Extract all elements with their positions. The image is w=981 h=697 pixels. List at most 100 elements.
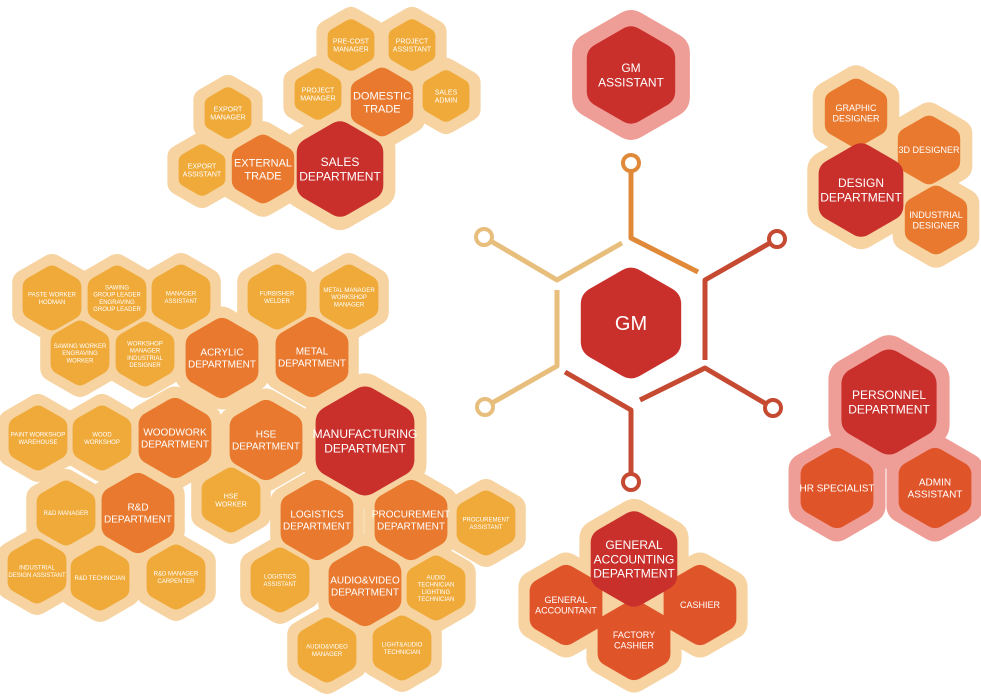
org-node-label: AUDIO&VIDEO [306,645,348,651]
org-node-hexagon [204,87,252,139]
org-node-hexagon [841,349,937,455]
org-node-label: 3D DESIGNER [898,145,960,155]
org-node-label: ASSISTANT [393,47,432,54]
org-node-label: METAL MANAGER [323,288,375,294]
org-node-hexagon [406,555,466,621]
org-node-label: DEPARTMENT [331,588,399,599]
org-node-label: WORKSHOP [127,341,163,347]
org-node-hexagon [319,264,379,330]
org-node-label: MANUFACTURING [313,427,418,441]
org-node-label: GM [615,313,647,335]
org-node-label: DESIGN ASSISTANT [8,573,66,579]
org-node-label: ACRYLIC [200,348,243,359]
org-node-label: CASHIER [614,641,655,651]
org-node-rd-technician: R&D TECHNICIAN [70,545,130,611]
org-node-label: ASSISTANT [598,76,664,90]
org-node-hexagon [374,479,448,561]
org-node-label: CARPENTER [157,579,195,585]
org-node-label: ASSISTANT [264,582,297,588]
org-node-label: ASSISTANT [183,172,222,179]
org-node-label: EXPORT [214,106,243,113]
org-node-hexagon [824,78,888,148]
org-node-label: PROJECT [302,87,335,94]
org-node-label: MANAGER [130,349,161,355]
org-node-label: DEPARTMENT [324,442,406,456]
org-node-label: LOGISTICS [290,510,344,521]
org-node-label: DEPARTMENT [283,522,351,533]
org-node-label: DEPARTMENT [299,170,381,184]
org-node-label: AUDIO [426,575,445,581]
org-node-hexagon [70,545,130,611]
connector-node-circle [475,397,495,417]
org-node-label: WELDER [264,299,290,305]
org-node-label: DEPARTMENT [593,567,675,581]
org-node-label: GM [621,61,640,75]
org-node-label: DEPARTMENT [377,522,445,533]
org-node-label: DEPARTMENT [232,442,300,453]
org-node-label: SALES [435,89,458,96]
org-node-hexagon [250,547,310,613]
org-node-label: ASSISTANT [470,525,503,531]
org-node-hexagon [178,144,226,196]
org-node-hexagon [247,264,307,330]
org-node-three-d: 3D DESIGNER [897,115,961,185]
org-node-label: HSE [256,430,277,441]
org-node-label: PERSONNEL [852,388,926,402]
org-node-label: PROCUREMENT [462,518,509,524]
org-node-hexagon [372,615,432,681]
org-node-hexagon [146,544,206,610]
org-node-label: WORKSHOP [331,295,367,301]
connector-node-circle [474,227,494,247]
org-node-hexagon [456,490,516,556]
org-node-rd-manager: R&D MANAGER [36,480,96,546]
org-node-hexagon [422,70,470,122]
org-node-hexagon [294,68,342,120]
org-node-hexagon [586,26,676,124]
connector-node-circle [763,398,783,418]
org-node-label: TECHNICIAN [418,597,455,603]
org-node-label: ADMIN [435,98,458,105]
org-node-hexagon [597,599,671,681]
org-node-label: GROUP LEADER [93,307,141,313]
org-node-label: EXTERNAL [234,157,292,169]
org-node-label: GENERAL [605,538,663,552]
org-node-hexagon [229,399,303,481]
org-node-label: HSE [224,493,239,500]
org-node-label: METAL [296,347,329,358]
org-node-label: MANAGER [334,302,365,308]
org-node-label: MANAGER [210,115,245,122]
connector-line [563,369,634,482]
connector-line [638,365,775,411]
org-node-label: EXPORT [188,163,217,170]
org-node-label: CASHIER [680,600,721,610]
org-node-export-manager: EXPORT MANAGER [204,87,252,139]
org-node-label: DEPARTMENT [820,191,902,205]
org-node-label: INDUSTRIAL [19,566,55,572]
org-node-label: WAREHOUSE [18,440,57,446]
org-node-label: ASSISTANT [908,490,963,501]
org-node-label: PASTE WORKER [28,293,77,299]
org-node-hexagon [201,467,261,533]
org-node-label: SAWING [105,285,129,291]
org-node-label: LOGISTICS [264,575,296,581]
org-node-label: WOODWORK [143,428,207,439]
org-node-label: ENGRAVING [62,351,98,357]
